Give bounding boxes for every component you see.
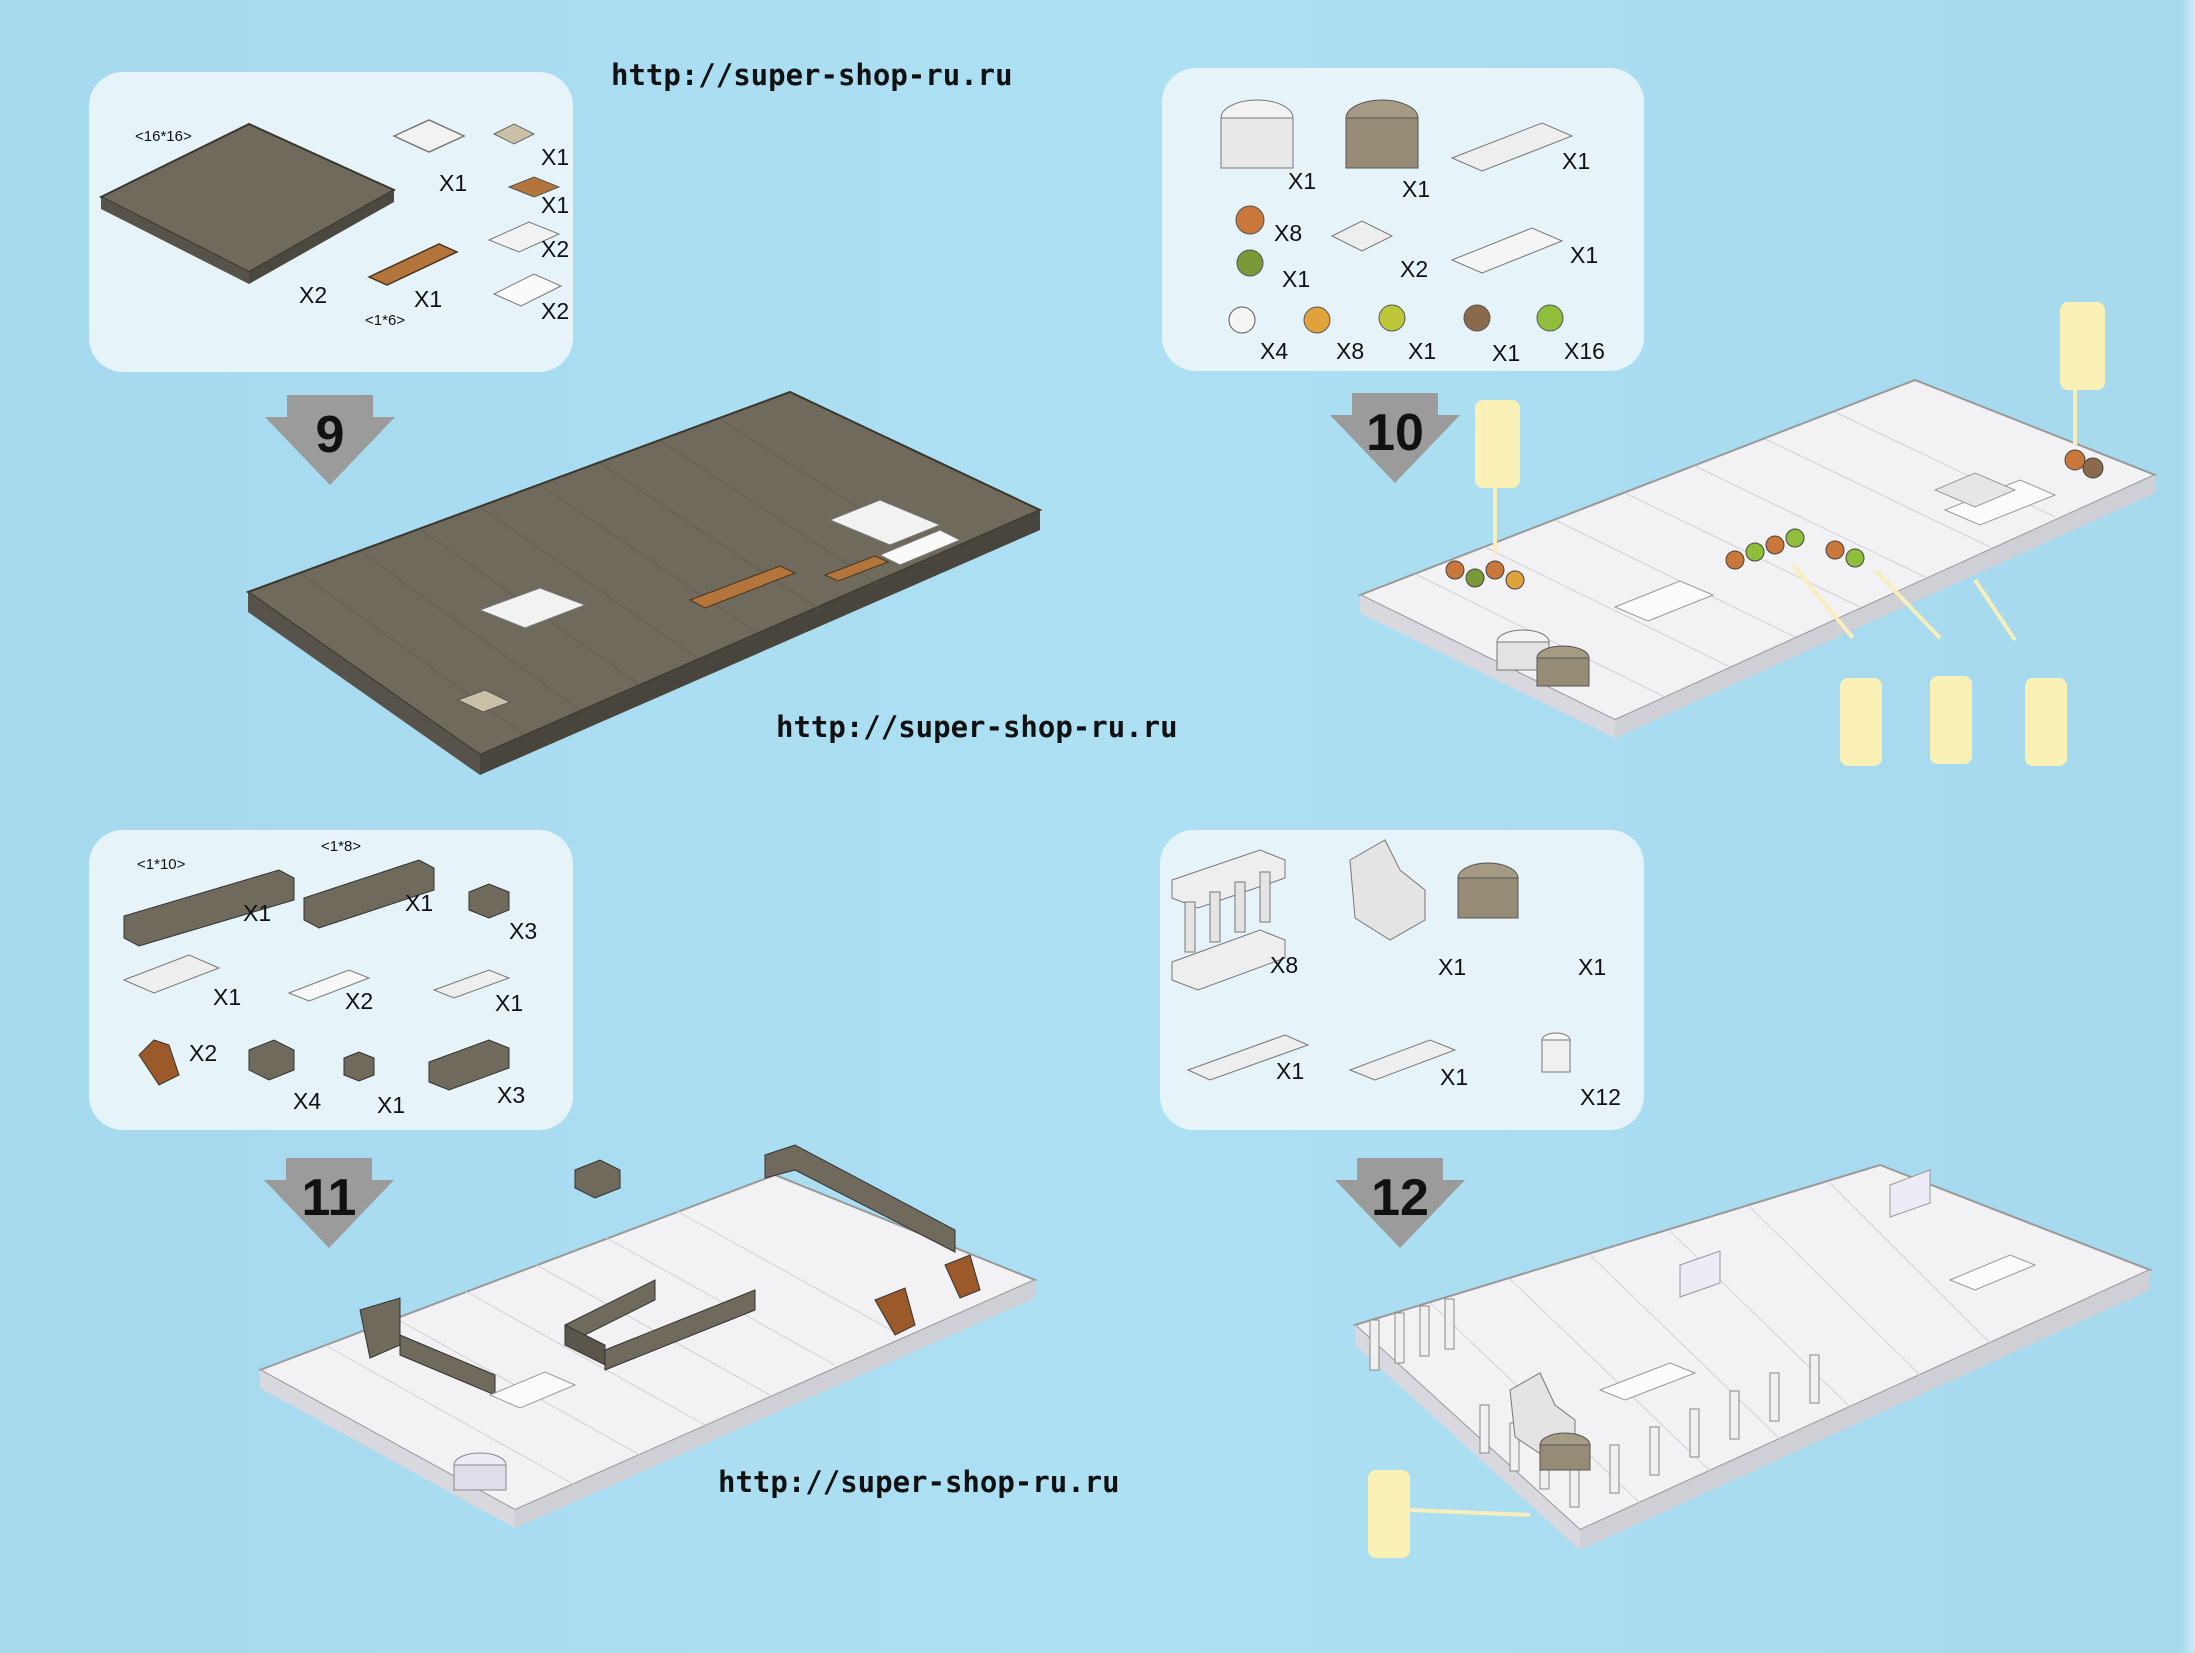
step-11-parts-panel: <1*10> <1*8> X1 X1 X3 X1 X2 X1 X2 X4 X1 … xyxy=(89,830,573,1130)
step-10-arrow-icon xyxy=(1330,393,1460,483)
step-11-qty-brick1x1: X1 xyxy=(377,1092,406,1118)
page-fold xyxy=(2181,0,2195,1653)
step-11-marker: 11 xyxy=(264,1158,394,1248)
step-12-arrow-icon xyxy=(1335,1158,1465,1248)
step-10-qty-yorange: X8 xyxy=(1336,338,1365,364)
step-9-model xyxy=(245,390,1043,775)
step-10-model xyxy=(1357,378,2158,738)
step-12-qty-cylinder: X12 xyxy=(1580,1084,1621,1110)
step-9-number: 9 xyxy=(315,406,345,464)
step-10-qty-orange: X8 xyxy=(1274,220,1303,246)
step-9-parts-art xyxy=(98,119,563,307)
step-10-callout-left xyxy=(1475,400,1520,488)
step-10-number: 10 xyxy=(1366,404,1424,462)
step-10-qty-white: X4 xyxy=(1260,338,1289,364)
step-11-arrow-icon xyxy=(264,1158,394,1248)
step-10-qty-yellow: X1 xyxy=(1408,338,1437,364)
step-11-qty-brick8: X1 xyxy=(405,890,434,916)
step-11-qty-corner: X3 xyxy=(509,918,538,944)
step-12-marker: 12 xyxy=(1335,1158,1465,1248)
step-11-qty-brick2x2: X4 xyxy=(293,1088,322,1114)
step-10-parts-art xyxy=(1220,99,1574,334)
step-10-callout-right xyxy=(2060,302,2105,390)
step-12-callout xyxy=(1368,1470,1410,1558)
watermark-top: http://super-shop-ru.ru xyxy=(611,58,1013,92)
step-9-qty-brick1x6: X1 xyxy=(414,286,443,312)
step-11-parts-art xyxy=(122,859,511,1091)
step-12-parts-panel: X8 X1 X1 X1 X1 X12 xyxy=(1160,830,1644,1130)
step-11-model xyxy=(257,1144,1038,1528)
step-9-qty-brick: X1 xyxy=(541,192,570,218)
step-9-parts-panel: <16*16> <1*6> X2 X1 X1 X1 X2 X2 X1 xyxy=(89,72,573,372)
step-10-parts-panel: X1 X1 X1 X8 X1 X2 X1 X4 X8 X1 X1 X16 xyxy=(1162,68,1644,371)
watermark-bottom: http://super-shop-ru.ru xyxy=(718,1465,1120,1499)
step-9-qty-tile: X2 xyxy=(541,298,570,324)
step-9-arrow-icon xyxy=(265,395,395,485)
step-10-callout-b xyxy=(1930,676,1972,764)
step-11-qty-slope: X2 xyxy=(189,1040,218,1066)
step-10-qty-brown: X1 xyxy=(1492,340,1521,366)
step-11-qty-brick10: X1 xyxy=(243,900,272,926)
step-12-qty-chair: X1 xyxy=(1438,954,1467,980)
step-9-qty-pin: X1 xyxy=(541,144,570,170)
step-12-parts-art xyxy=(1171,839,1571,1081)
step-12-model xyxy=(1353,1163,2153,1550)
step-11-qty-plate2x4: X1 xyxy=(213,984,242,1010)
step-10-callout-c xyxy=(2025,678,2067,766)
step-9-qty-plate2x2: X1 xyxy=(439,170,468,196)
step-10-qty-round-white: X1 xyxy=(1288,168,1317,194)
step-10-qty-plate1x4: X1 xyxy=(1562,148,1591,174)
watermark-middle: http://super-shop-ru.ru xyxy=(776,710,1178,744)
step-11-qty-tile: X2 xyxy=(345,988,374,1014)
step-11-dim-b: <1*8> xyxy=(321,838,362,855)
step-12-qty-fence: X8 xyxy=(1270,952,1299,978)
step-10-qty-plate2x2: X2 xyxy=(1400,256,1429,282)
step-12-qty-round: X1 xyxy=(1578,954,1607,980)
step-10-qty-lime: X16 xyxy=(1564,338,1605,364)
step-9-qty-plate: X2 xyxy=(299,282,328,308)
step-11-number: 11 xyxy=(301,1169,357,1227)
step-11-dim-a: <1*10> xyxy=(137,856,186,873)
step-10-marker: 10 xyxy=(1330,393,1460,483)
step-10-qty-tile: X1 xyxy=(1570,242,1599,268)
step-9-dim-brick: <1*6> xyxy=(365,312,406,329)
step-9-marker: 9 xyxy=(265,395,395,485)
step-10-qty-green: X1 xyxy=(1282,266,1311,292)
step-12-qty-tile: X1 xyxy=(1276,1058,1305,1084)
step-9-qty-plate1x4: X2 xyxy=(541,236,570,262)
step-11-qty-plate1x4: X1 xyxy=(495,990,524,1016)
step-12-qty-plate: X1 xyxy=(1440,1064,1469,1090)
step-10-callout-a xyxy=(1840,678,1882,766)
step-12-number: 12 xyxy=(1371,1169,1429,1227)
step-10-qty-round-tan: X1 xyxy=(1402,176,1431,202)
step-9-dim-plate: <16*16> xyxy=(135,128,192,145)
step-11-qty-brick1x4: X3 xyxy=(497,1082,526,1108)
